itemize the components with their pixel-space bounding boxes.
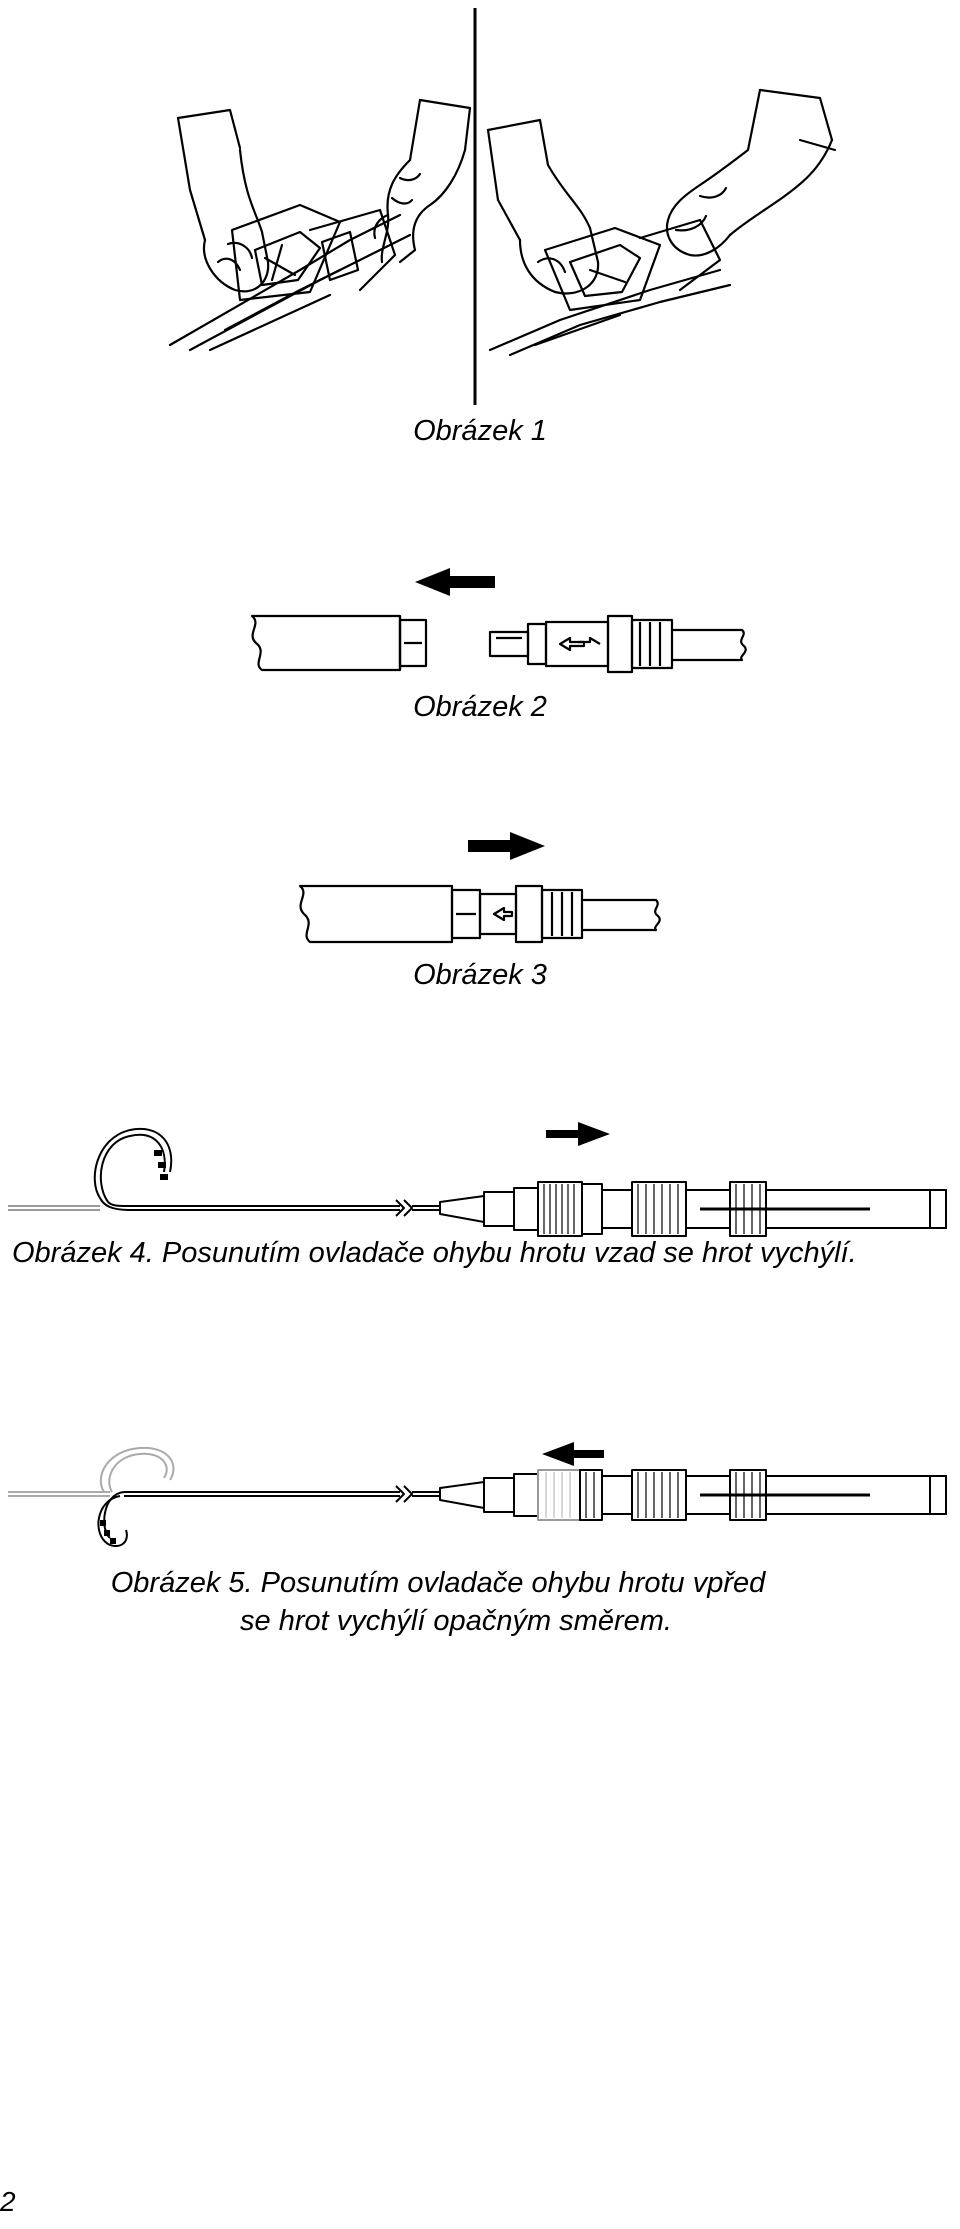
arrow-left-icon: [415, 568, 495, 596]
figure-3-illustration: [298, 832, 661, 944]
figure-2-illustration: [250, 568, 747, 674]
figure-5-caption-line-1: Obrázek 5. Posunutím ovladače ohybu hrot…: [110, 1567, 766, 1599]
figure-5-caption-line-2: se hrot vychýlí opačným směrem.: [240, 1605, 672, 1637]
arrow-left-icon: [542, 1442, 604, 1466]
figure-3-caption: Obrázek 3: [413, 959, 547, 991]
right-hands-panel: [486, 88, 837, 357]
figure-1-caption: Obrázek 1: [413, 415, 547, 447]
left-hands-panel: [168, 98, 472, 352]
figure-2-caption: Obrázek 2: [413, 691, 547, 723]
figure-5-illustration: [8, 1442, 947, 1548]
arrow-right-icon: [468, 832, 545, 860]
arrow-right-icon: [546, 1122, 610, 1146]
figure-4-caption: Obrázek 4. Posunutím ovladače ohybu hrot…: [12, 1237, 857, 1269]
page-number: 2: [0, 2186, 16, 2217]
figure-4-illustration: [8, 1122, 947, 1237]
figure-1-illustration: [168, 8, 837, 405]
